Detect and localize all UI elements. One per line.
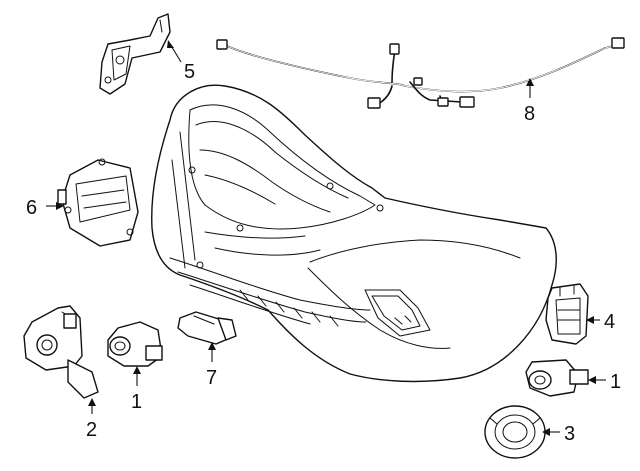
callout-5: 5 bbox=[184, 61, 195, 83]
callout-7: 7 bbox=[206, 367, 217, 389]
callout-8: 8 bbox=[524, 103, 535, 125]
radar-module bbox=[57, 158, 139, 247]
callout-2: 2 bbox=[86, 419, 97, 441]
sensor-bracket bbox=[99, 13, 171, 95]
bumper-cover bbox=[151, 84, 557, 383]
callout-3: 3 bbox=[564, 423, 575, 445]
parking-sensor-left bbox=[107, 321, 163, 367]
callout-1-right: 1 bbox=[610, 371, 621, 393]
sensor-retainer bbox=[545, 283, 589, 345]
sensor-connector bbox=[177, 311, 237, 345]
sensor-ring bbox=[484, 405, 546, 459]
leader-lines bbox=[46, 40, 606, 436]
callout-4: 4 bbox=[604, 311, 615, 333]
wiring-harness bbox=[216, 37, 625, 109]
parking-sensor-with-holder bbox=[23, 305, 99, 399]
callout-1-left: 1 bbox=[131, 391, 142, 413]
callout-6: 6 bbox=[26, 197, 37, 219]
parking-sensor-right bbox=[525, 359, 589, 397]
